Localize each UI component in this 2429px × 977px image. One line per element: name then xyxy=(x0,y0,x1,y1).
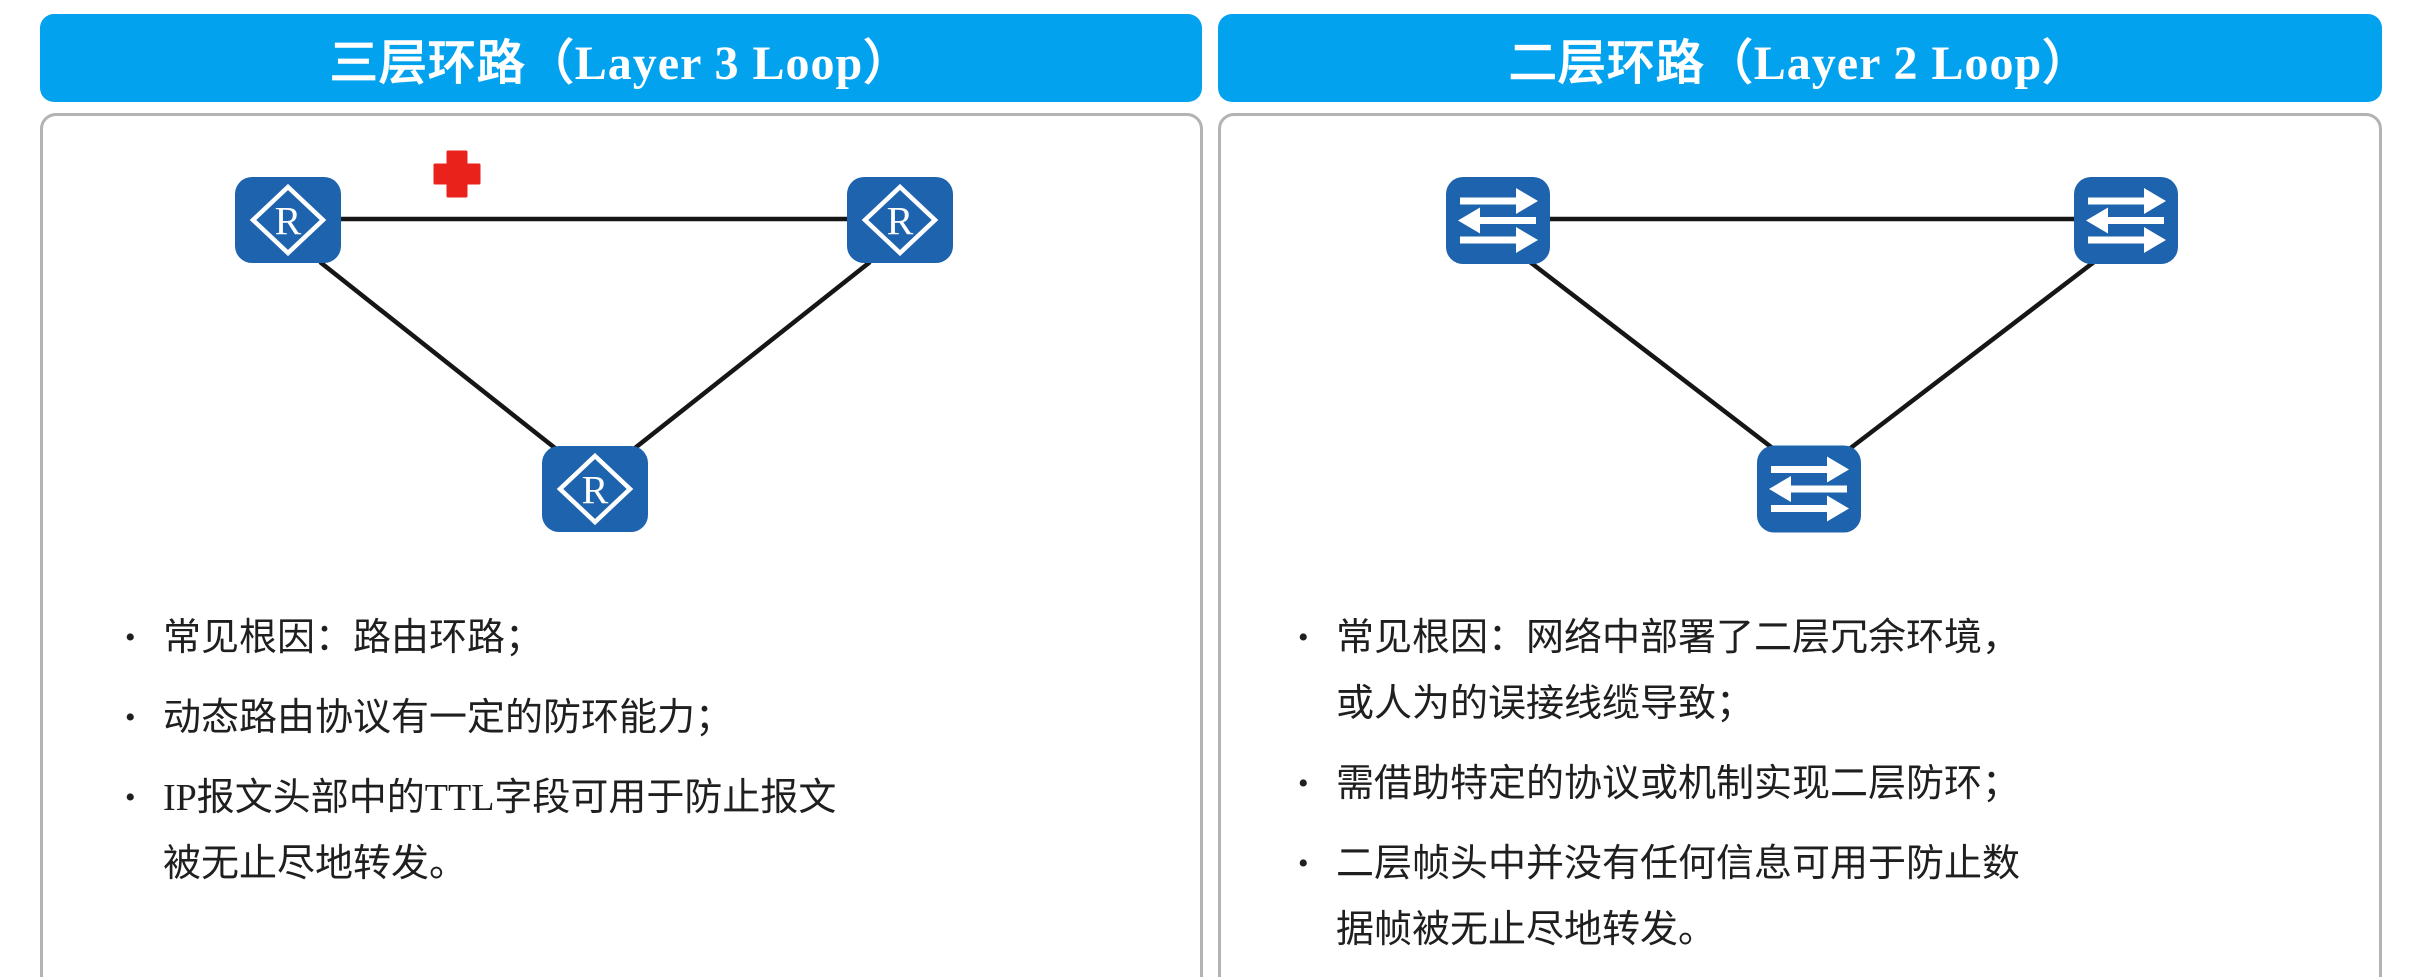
router-icon: R xyxy=(847,177,953,263)
left-bullet-list: • 常见根因：路由环路； • 动态路由协议有一定的防环能力； • IP报文头部中… xyxy=(125,605,1175,911)
left-panel-body xyxy=(40,113,1203,977)
bullet-text: 常见根因：网络中部署了二层冗余环境， xyxy=(1336,617,2021,659)
router-letter: R xyxy=(887,199,914,244)
router-letter: R xyxy=(582,468,609,513)
list-item: • 需借助特定的协议或机制实现二层防环； xyxy=(1298,751,2348,817)
bullet-marker: • xyxy=(1298,767,1309,800)
list-item: • 二层帧头中并没有任何信息可用于防止数 据帧被无止尽地转发。 xyxy=(1298,831,2348,963)
switch-icon xyxy=(2074,177,2178,264)
blocked-cross-icon xyxy=(433,150,481,198)
bullet-marker: • xyxy=(125,701,136,734)
left-panel-header: 三层环路（Layer 3 Loop） xyxy=(40,14,1202,102)
router-icon: R xyxy=(542,446,648,532)
right-panel-header: 二层环路（Layer 2 Loop） xyxy=(1218,14,2382,102)
bullet-text: IP报文头部中的TTL字段可用于防止报文 xyxy=(163,777,837,819)
bullet-text: 或人为的误接线缆导致； xyxy=(1336,683,1755,725)
right-panel-title: 二层环路（Layer 2 Loop） xyxy=(1508,37,2092,90)
bullet-text: 被无止尽地转发。 xyxy=(163,843,468,885)
bullet-text: 二层帧头中并没有任何信息可用于防止数 xyxy=(1336,843,2021,885)
router-icon: R xyxy=(235,177,341,263)
switch-icon xyxy=(1757,445,1861,533)
switch-icon xyxy=(1446,177,1550,264)
bullet-text: 需借助特定的协议或机制实现二层防环； xyxy=(1336,763,2021,805)
bullet-text: 动态路由协议有一定的防环能力； xyxy=(163,697,734,739)
list-item: • 常见根因：网络中部署了二层冗余环境， 或人为的误接线缆导致； xyxy=(1298,605,2348,737)
list-item: • 常见根因：路由环路； xyxy=(125,605,1175,671)
bullet-marker: • xyxy=(1298,621,1309,654)
bullet-marker: • xyxy=(125,781,136,814)
right-panel-body xyxy=(1218,113,2382,977)
bullet-text: 常见根因：路由环路； xyxy=(163,617,544,659)
bullet-marker: • xyxy=(1298,847,1309,880)
list-item: • 动态路由协议有一定的防环能力； xyxy=(125,685,1175,751)
left-panel-title: 三层环路（Layer 3 Loop） xyxy=(329,37,913,90)
right-bullet-list: • 常见根因：网络中部署了二层冗余环境， 或人为的误接线缆导致； • 需借助特定… xyxy=(1298,605,2348,977)
list-item: • IP报文头部中的TTL字段可用于防止报文 被无止尽地转发。 xyxy=(125,765,1175,897)
router-letter: R xyxy=(275,199,302,244)
bullet-text: 据帧被无止尽地转发。 xyxy=(1336,909,1717,951)
bullet-marker: • xyxy=(125,621,136,654)
